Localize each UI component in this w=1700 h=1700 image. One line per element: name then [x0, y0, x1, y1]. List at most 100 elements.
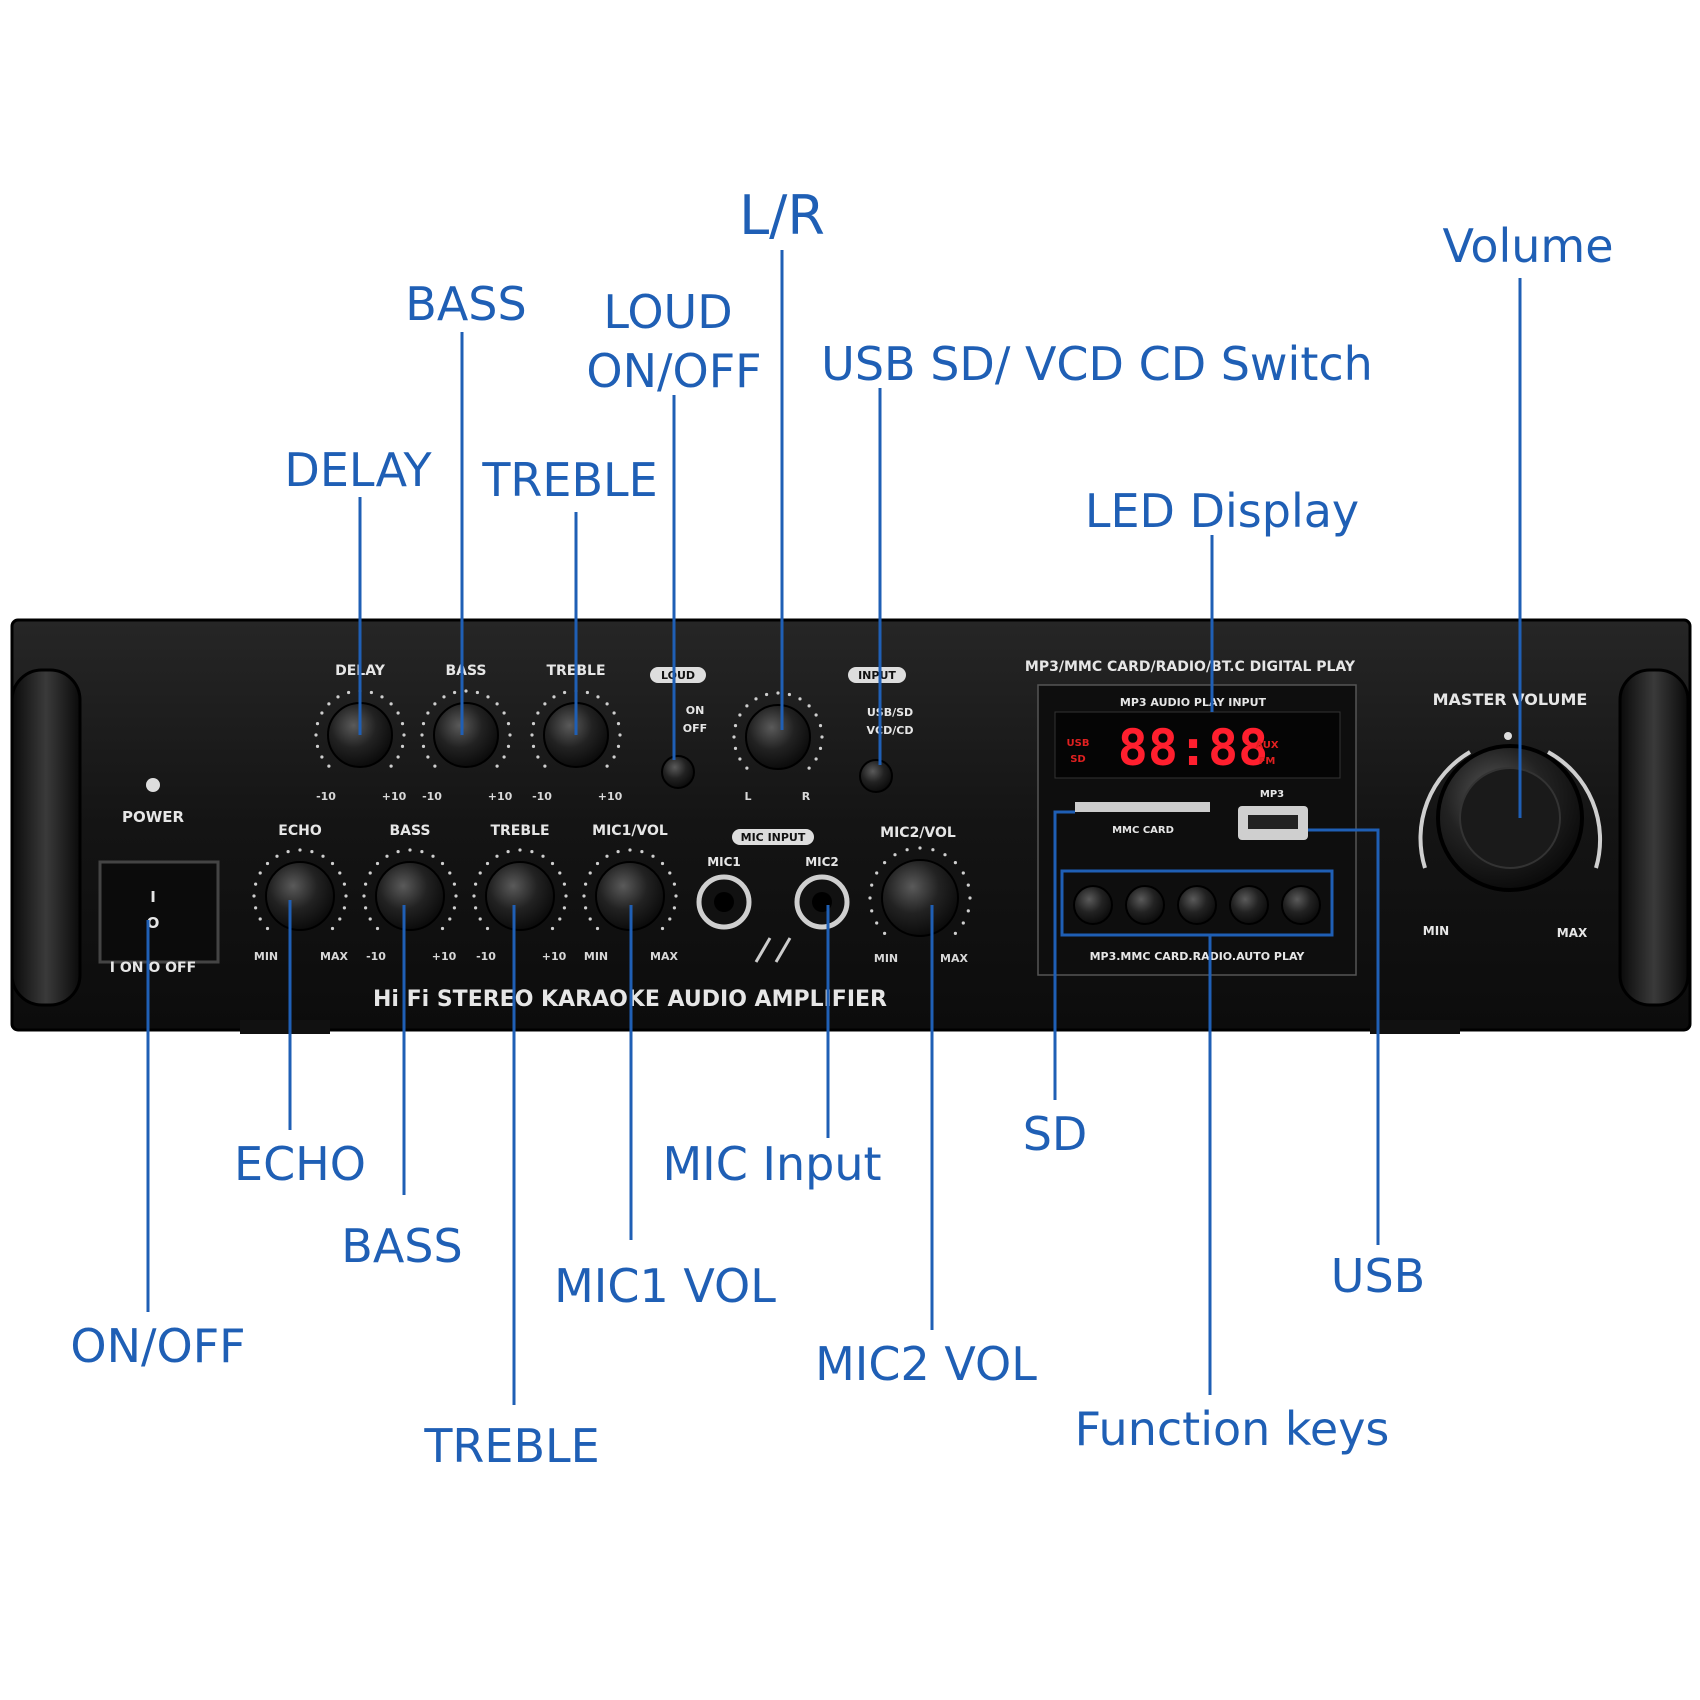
callout-lr: L/R	[739, 184, 825, 247]
knob-top-delay-tick-dot	[314, 733, 318, 737]
led-fm-indicator: FM	[1259, 756, 1276, 767]
knob-bottom-label-bass: BASS	[389, 823, 430, 839]
input-toggle-button[interactable]	[859, 759, 893, 793]
knob-bottom-echo-tick-dot	[275, 854, 279, 858]
callout-echo: ECHO	[234, 1137, 366, 1191]
knob-top-bass[interactable]	[433, 702, 499, 768]
knob-bottom-echo-tick-dot	[252, 894, 256, 898]
knob-mic2-vol[interactable]	[881, 859, 959, 937]
input-badge-text: INPUT	[858, 669, 896, 682]
knob-bottom-mic1-vol-max-label: MAX	[650, 950, 678, 963]
callout-treble-top: TREBLE	[481, 453, 657, 507]
callout-mic2-vol: MIC2 VOL	[815, 1337, 1037, 1391]
knob-top-bass-tick-dot	[464, 689, 468, 693]
knob-top-treble-tick-dot	[563, 690, 567, 695]
knob-top-delay-tick-dot	[396, 755, 400, 759]
knob-bottom-bass-tick-dot	[448, 917, 452, 921]
knob-top-delay-tick-dot	[320, 755, 324, 759]
knob-mic2-vol-tick-dot	[883, 861, 887, 865]
knob-top-treble-tick-dot	[616, 744, 621, 749]
function-key-4[interactable]	[1229, 885, 1269, 925]
knob-top-delay-tick-dot	[400, 744, 405, 749]
knob-top-bass-tick-dot	[421, 744, 426, 749]
knob-bottom-label-mic1-vol: MIC1/VOL	[592, 823, 668, 839]
function-key-2[interactable]	[1125, 885, 1165, 925]
knob-lr-balance[interactable]	[745, 704, 811, 770]
knob-top-delay-tick-dot	[396, 711, 400, 715]
mic1-jack-hole-icon	[714, 892, 734, 912]
knob-bottom-bass-tick-dot	[368, 917, 372, 921]
function-key-row	[1073, 885, 1321, 925]
knob-mic2-label: MIC2/VOL	[880, 825, 956, 841]
input-usb-label: USB/SD	[867, 706, 913, 719]
knob-top-treble-tick-dot	[618, 733, 622, 737]
function-key-5[interactable]	[1281, 885, 1321, 925]
mp3-port-label: MP3	[1260, 789, 1284, 800]
left-handle	[10, 668, 82, 1007]
knob-top-bass-tick-dot	[508, 733, 512, 737]
led-aux-indicator: AUX	[1255, 740, 1279, 751]
knob-top-bass-tick-dot	[426, 711, 430, 715]
knob-lr-balance-tick-dot	[754, 697, 758, 701]
knob-bottom-mic1-vol-tick-dot	[584, 882, 588, 886]
knob-bottom-mic1-vol-tick-dot	[674, 894, 678, 898]
knob-bottom-mic1-vol-tick-dot	[668, 871, 672, 875]
switch-off-mark: O	[147, 914, 160, 932]
led-usb-indicator: USB	[1067, 738, 1090, 749]
knob-bottom-treble-tick-dot	[558, 917, 562, 921]
knob-bottom-bass-tick-dot	[452, 882, 456, 886]
mmc-card-label: MMC CARD	[1112, 825, 1174, 836]
knob-bottom-bass-tick-dot	[364, 906, 368, 910]
knob-bottom-bass-tick-dot	[375, 861, 380, 866]
knob-top-delay-tick-dot	[320, 711, 324, 715]
callout-bass-top: BASS	[405, 277, 526, 331]
callout-led-display: LED Display	[1085, 484, 1359, 538]
knob-top-treble-tick-dot	[543, 702, 547, 706]
knob-top-bass-tick-dot	[420, 733, 424, 737]
sd-card-slot[interactable]	[1075, 802, 1210, 812]
knob-bottom-bass-tick-dot	[440, 926, 445, 931]
knob-bottom-treble-tick-dot	[518, 848, 522, 852]
led-display	[1054, 711, 1341, 779]
knob-mic2-vol-tick-dot	[875, 871, 879, 875]
knob-bottom-echo-max-label: MAX	[320, 950, 348, 963]
callout-on-off: ON/OFF	[70, 1319, 245, 1373]
function-key-1[interactable]	[1073, 885, 1113, 925]
knob-bottom-bass[interactable]	[375, 861, 445, 931]
knob-lr-balance-tick-dot	[818, 724, 823, 728]
function-key-3[interactable]	[1177, 885, 1217, 925]
knob-top-treble-tick-dot	[596, 695, 600, 699]
knob-bottom-treble-tick-dot	[562, 906, 567, 910]
knob-bottom-treble-tick-dot	[550, 861, 555, 866]
knob-top-delay-tick-dot	[315, 722, 320, 726]
knob-top-treble-tick-dot	[612, 711, 616, 715]
knob-mic2-vol-tick-dot	[905, 848, 909, 852]
knob-bottom-treble[interactable]	[485, 861, 555, 931]
knob-top-delay-tick-dot	[369, 690, 373, 695]
callout-sd: SD	[1023, 1107, 1088, 1161]
knob-lr-balance-tick-dot	[814, 713, 818, 717]
power-label: POWER	[122, 808, 185, 826]
knob-top-treble-tick-dot	[531, 744, 536, 749]
knob-bottom-bass-tick-dot	[364, 882, 368, 886]
knob-mic2-vol-tick-dot	[961, 921, 965, 925]
knob-bottom-bass-tick-dot	[452, 906, 456, 910]
loud-toggle-button[interactable]	[661, 755, 695, 789]
knob-bottom-echo-tick-dot	[342, 882, 346, 886]
knob-bottom-treble-tick-dot	[495, 854, 499, 858]
power-switch[interactable]	[98, 860, 220, 964]
knob-bottom-mic1-vol-tick-dot	[588, 917, 592, 921]
input-vcd-label: VCD/CD	[867, 724, 914, 737]
knob-bottom-echo[interactable]	[265, 861, 335, 931]
knob-bottom-echo-tick-dot	[265, 926, 270, 931]
callout-delay: DELAY	[284, 443, 432, 497]
knob-bottom-echo-tick-dot	[298, 848, 302, 852]
knob-top-delay-tick-dot	[380, 695, 384, 699]
knob-lr-balance-tick-dot	[733, 724, 738, 728]
knob-bottom-bass-tick-dot	[396, 850, 400, 854]
knob-bottom-bass-min-label: -10	[366, 950, 386, 963]
knob-mic2-vol-tick-dot	[883, 931, 887, 936]
knob-bottom-bass-tick-dot	[440, 861, 445, 866]
master-volume-knob-cap-icon	[1459, 767, 1561, 869]
knob-top-treble-tick-dot	[552, 695, 556, 699]
